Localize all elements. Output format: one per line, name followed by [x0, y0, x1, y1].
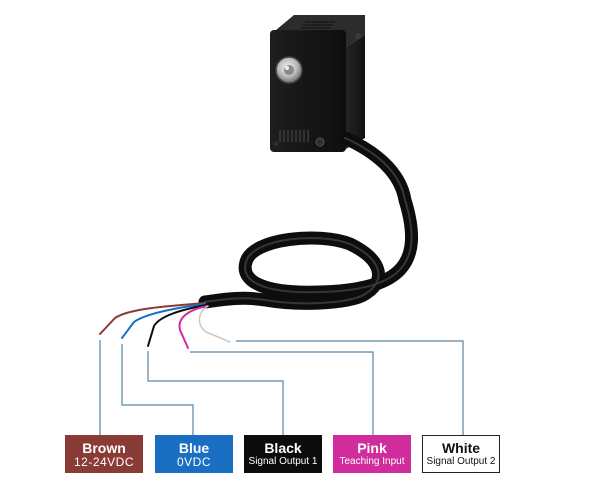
wire-blue: [121, 303, 206, 339]
wire-brown: [99, 302, 206, 335]
label-black-detail: Signal Output 1: [248, 455, 318, 467]
label-brown-detail: 12-24VDC: [73, 454, 135, 469]
label-blue: Blue 0VDC: [155, 435, 233, 473]
label-white: White Signal Output 2: [422, 435, 500, 473]
label-pink: Pink Teaching Input: [333, 435, 411, 473]
label-brown-name: Brown: [82, 439, 126, 456]
label-brown: Brown 12-24VDC: [65, 435, 143, 473]
label-pink-name: Pink: [357, 439, 387, 456]
mount-hole-icon: [315, 137, 325, 147]
leader-blue: [121, 344, 194, 437]
label-blue-detail: 0VDC: [176, 454, 211, 469]
wire-pink: [178, 305, 208, 349]
wire-black: [147, 304, 207, 347]
label-pink-detail: Teaching Input: [339, 455, 405, 467]
front-vents-icon: [279, 130, 309, 142]
label-blue-name: Blue: [178, 439, 210, 456]
indicator-icon: [355, 33, 361, 39]
leader-white: [236, 340, 464, 437]
sensor-body: [270, 15, 365, 152]
wire-white: [198, 305, 231, 343]
label-black: Black Signal Output 1: [244, 435, 322, 473]
leader-black: [147, 351, 284, 437]
label-black-name: Black: [264, 439, 302, 456]
top-vents-icon: [301, 21, 335, 29]
label-white-name: White: [441, 439, 481, 456]
leader-lines: [99, 340, 464, 437]
leader-pink: [190, 351, 374, 437]
cable: [198, 131, 419, 310]
label-white-detail: Signal Output 2: [426, 455, 496, 467]
